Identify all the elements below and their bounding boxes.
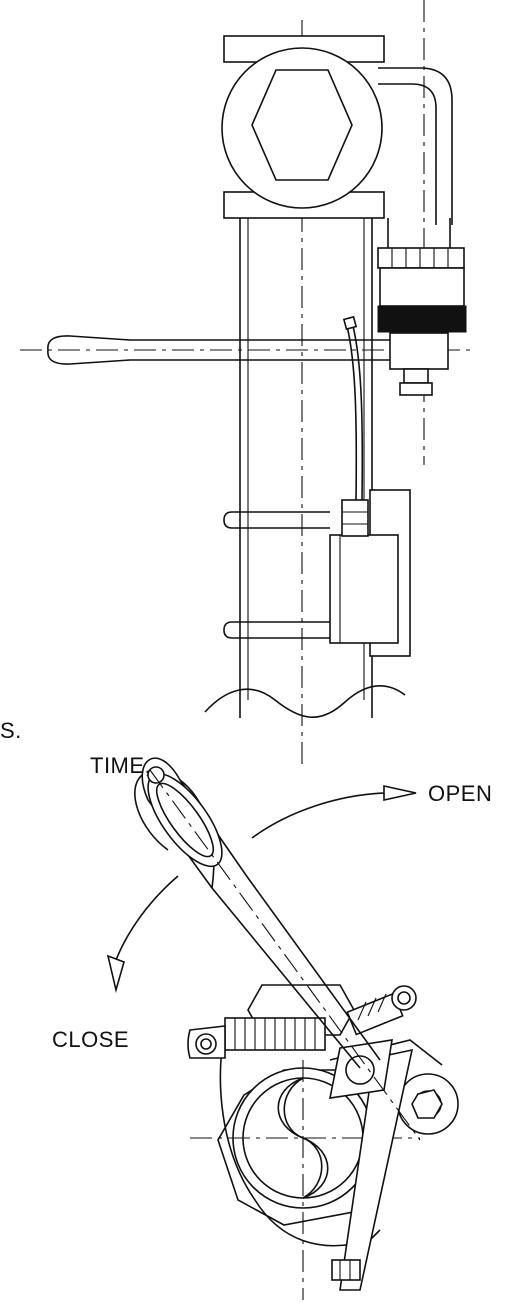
u-bolts — [223, 511, 330, 639]
cable — [342, 315, 364, 501]
close-label: CLOSE — [52, 1027, 129, 1052]
open-label: OPEN — [428, 781, 492, 806]
actuator-tube — [378, 67, 453, 248]
partial-note-line-2: TIME, — [90, 753, 151, 778]
pipe — [204, 218, 406, 718]
close-arrow — [106, 875, 179, 994]
switch-bracket — [328, 1039, 414, 1291]
switch-lever-housing — [329, 1039, 459, 1135]
open-arrow — [251, 785, 417, 839]
handle-top-view — [134, 757, 421, 1141]
springs — [224, 992, 404, 1051]
valve-body — [221, 35, 385, 219]
side-view-assembly — [20, 0, 470, 770]
top-view-assembly: OPEN CLOSE — [52, 757, 492, 1300]
partial-note-line-1: S. — [0, 718, 22, 743]
switch-fitting — [377, 247, 467, 333]
spring-eyelets — [187, 985, 417, 1059]
handle-side-view — [20, 332, 470, 396]
limit-switch-box — [329, 489, 411, 657]
valve-housing — [219, 1029, 381, 1247]
